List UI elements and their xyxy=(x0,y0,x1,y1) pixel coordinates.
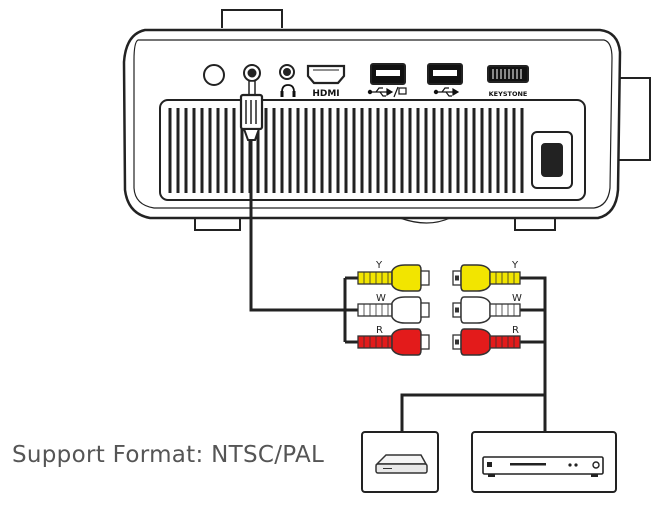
plug-letter-w-left: W xyxy=(376,293,386,304)
rca-plug-red-left xyxy=(357,328,430,356)
ir-sensor-icon xyxy=(203,64,225,86)
plug-letter-y-right: Y xyxy=(511,260,519,271)
plug-letter-y-left: Y xyxy=(375,260,383,271)
keystone-dial xyxy=(487,65,529,83)
plug-letter-r-left: R xyxy=(376,325,383,336)
power-switch xyxy=(531,131,573,189)
plug-letter-r-right: R xyxy=(512,325,519,336)
device-dvd-player xyxy=(471,431,617,493)
port-labels: HDMI KEYSTONE xyxy=(280,84,528,99)
dvd-player-icon xyxy=(482,456,604,477)
headphone-icon xyxy=(281,84,295,96)
headphone-port xyxy=(279,64,295,80)
usb-icon xyxy=(433,87,460,97)
support-format-caption: Support Format: NTSC/PAL xyxy=(12,442,325,468)
rca-plugs-right xyxy=(452,264,521,356)
rca-plug-yellow-left xyxy=(357,264,430,292)
port-row xyxy=(203,63,529,86)
hdmi-port xyxy=(306,64,346,85)
rca-plug-white-right xyxy=(452,296,521,324)
rca-plugs-left xyxy=(357,264,430,356)
usb-media-icon xyxy=(367,86,407,98)
vent-grille xyxy=(168,108,524,193)
rca-plug-white-left xyxy=(357,296,430,324)
plug-letter-w-right: W xyxy=(512,293,522,304)
device-set-top-box xyxy=(361,431,439,493)
rca-plug-yellow-right xyxy=(452,264,521,292)
plug-letters: Y W R Y W R xyxy=(375,260,522,336)
av-cable xyxy=(239,80,547,432)
set-top-box-icon xyxy=(375,454,428,474)
keystone-label: KEYSTONE xyxy=(489,90,528,98)
rca-plug-red-right xyxy=(452,328,521,356)
hdmi-label: HDMI xyxy=(312,89,339,99)
projector xyxy=(122,9,651,231)
